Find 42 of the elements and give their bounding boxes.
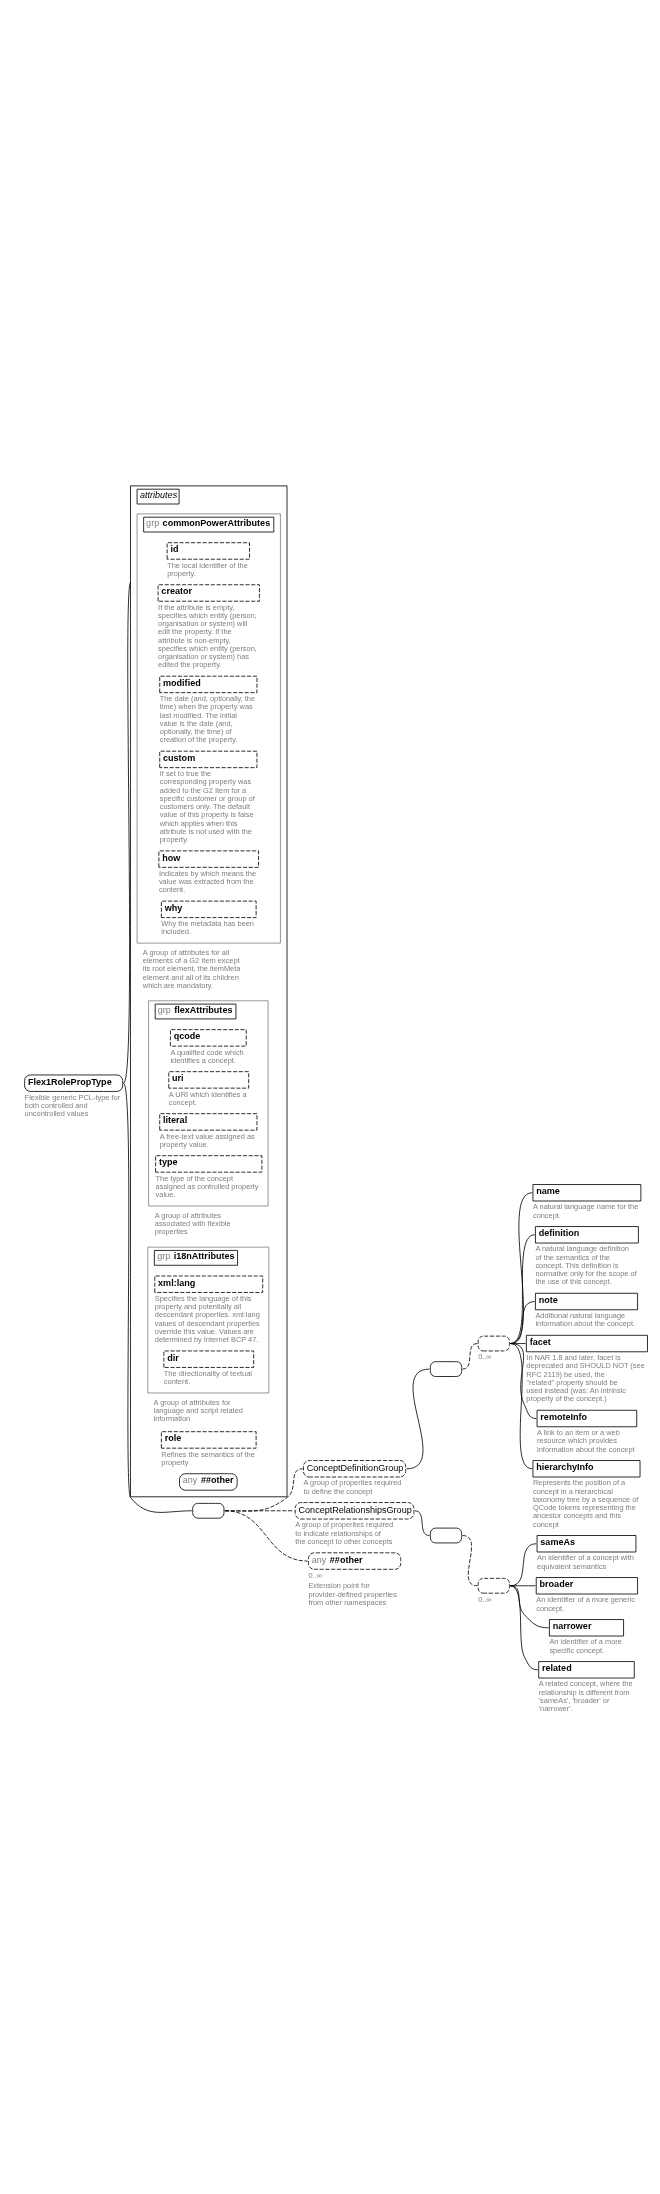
node-label: Additional natural language information about the concept. [535, 1311, 636, 1329]
node-label: An identifier of a more specific concept. [549, 1637, 622, 1655]
node-label: A URI which identifies a concept. [168, 1089, 247, 1107]
node-label: An identifier of a concept with equivalent semantics [537, 1553, 634, 1571]
node-label: An identifier of a more generic concept. [536, 1595, 636, 1613]
node-label: Specifies the language of this property and potentially all descendant properties. xml:lang values of descendant properties override this value. Values are determined by Internet BCP 47. [154, 1293, 260, 1345]
node-label: Flexible generic PCL-type for both controlled and uncontrolled values [24, 1092, 121, 1119]
node-label: A natural language name for the concept. [532, 1202, 639, 1220]
node-label: The type of the concept assigned as controlled property value. [155, 1173, 259, 1200]
connector [462, 1535, 478, 1587]
node-label: If set to true the corresponding property was added to the G2 Item for a specific customer or group of customers only. The default value of this property is false which applies when this attribute is not used with the property. [159, 769, 255, 844]
connector [509, 1585, 549, 1629]
node-label: 0..∞ [478, 1352, 492, 1362]
node-label: The directionality of textual content. [163, 1368, 252, 1387]
connector [462, 1343, 478, 1370]
node-label: Refines the semantics of the property [161, 1449, 255, 1467]
node-label: A link to an item or a web resource which provides information about the concept [537, 1428, 635, 1454]
connector [123, 1082, 193, 1513]
node-label: A group of properites required to define the concept [303, 1478, 402, 1496]
node-label: If the attribute is empty, specifies which entity (person, organisation or system) will edit the property. If the attribute is non-empty, specifies which entity (person, organisation or system) has edited the property. [158, 602, 257, 670]
node-label: A group of attributes for language and script related information [153, 1397, 243, 1424]
node-label: 0..∞ [478, 1594, 492, 1604]
connector [406, 1368, 430, 1470]
node-label: A group of attributes associated with flexible properties [154, 1210, 231, 1237]
node-label: The date (and, optionally, the time) when the property was last modified. The initial value is the date (and, optionally, the time) of creation of the property. [159, 694, 256, 745]
connector [414, 1510, 430, 1536]
node-label: 0..∞ [308, 1570, 322, 1580]
node-label: Why the metadata has been included. [161, 919, 255, 937]
connector [509, 1585, 539, 1671]
node-label: A natural language definition of the semantics of the concept. This definition is normative only for the scope of the use of this concept. [535, 1244, 637, 1287]
node-label: A free-text value assigned as property value. [159, 1131, 255, 1149]
node-label: In NAR 1.8 and later, facet is deprecated and SHOULD NOT (see RFC 2119) be used, the "related" property should be used instead (was: An intrinsic property of the concept.) [526, 1353, 645, 1404]
node-label: A group of attributes for all elements of a G2 Item except its root element, the itemMeta element and all of its children which are mandatory. [142, 947, 241, 990]
connector [123, 581, 131, 1084]
node-label: Indicates by which means the value was extracted from the content. [158, 868, 257, 895]
node-label: A qualified code which identifies a concept. [170, 1047, 244, 1065]
node-label: A related concept, where the relationship is different from 'sameAs', 'broader' or 'narrower'. [538, 1679, 633, 1714]
node-label: Represents the position of a concept in a hierarchical taxonomy tree by a sequence of QCode tokens representing the ancestor concepts and this concept [532, 1478, 639, 1529]
node-label: A group of properites required to indicate relationships of the concept to other concepts [295, 1520, 394, 1546]
node-label: The local identifier of the property. [167, 560, 248, 578]
node-label: Extension point for provider-defined properties from other namespaces [308, 1581, 397, 1607]
connector [224, 1510, 309, 1562]
